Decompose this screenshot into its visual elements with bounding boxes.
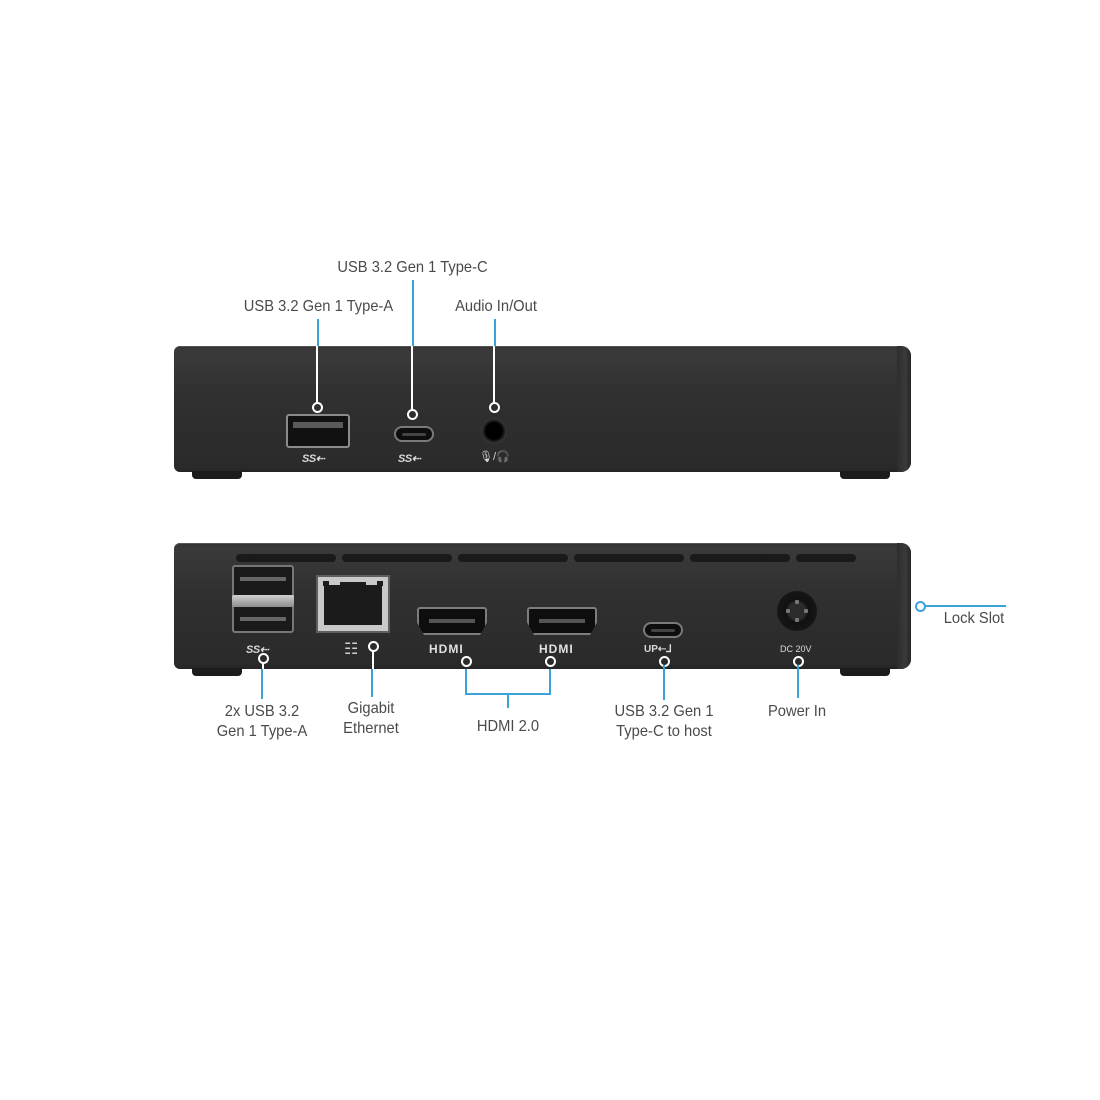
usb-c-port-front[interactable] [394, 426, 434, 442]
dock-rear-panel: SS⇠ ☷ HDMI HDMI UP⇠⅃ DC 20V [174, 543, 911, 669]
callout-line-power [797, 665, 799, 698]
label-lock-slot: Lock Slot [943, 610, 1005, 627]
callout-dot-usb-a-front [312, 402, 323, 413]
vent-slot [796, 554, 856, 562]
callout-lead-audio [493, 346, 495, 404]
device-foot [192, 471, 242, 479]
callout-line-ethernet [371, 669, 373, 697]
device-edge [897, 346, 911, 472]
callout-line-lock [926, 605, 1006, 607]
ethernet-port[interactable] [316, 575, 390, 633]
usb-c-host-port[interactable] [643, 622, 683, 638]
superspeed-usb-icon: SS⇠ [302, 453, 325, 465]
callout-line-audio [494, 319, 496, 347]
dc-rating-text: DC 20V [780, 644, 812, 654]
device-foot [840, 668, 890, 676]
label-audio: Audio In/Out [455, 298, 537, 315]
label-usb-c-front: USB 3.2 Gen 1 Type-C [337, 259, 488, 276]
device-foot [192, 668, 242, 676]
vent-slot [690, 554, 790, 562]
callout-lead-ethernet [372, 650, 374, 669]
callout-lead-usb-a-front [316, 346, 318, 404]
callout-dot-usb-c-front [407, 409, 418, 420]
callout-line-hdmi-2 [549, 669, 551, 694]
vent-slot [342, 554, 452, 562]
label-usb-a-front: USB 3.2 Gen 1 Type-A [243, 298, 394, 315]
vent-slot [458, 554, 568, 562]
network-icon: ☷ [344, 641, 359, 658]
upstream-icon: UP⇠⅃ [644, 644, 672, 655]
callout-dot-hdmi-2 [545, 656, 556, 667]
device-foot [840, 471, 890, 479]
callout-lead-usb-a-rear [262, 662, 264, 669]
mic-headphone-icon: 🎙/🎧 [479, 451, 510, 463]
hdmi-logo: HDMI [539, 642, 574, 656]
dual-usb-a-port[interactable] [232, 565, 294, 633]
vent-slot [574, 554, 684, 562]
hdmi-port-1[interactable] [417, 607, 487, 635]
hdmi-logo: HDMI [429, 642, 464, 656]
vent-slot [236, 554, 336, 562]
dc-power-jack[interactable] [777, 591, 817, 631]
callout-line-usb-c-front [412, 280, 414, 347]
label-power: Power In [767, 703, 827, 720]
callout-line-hdmi-1 [465, 669, 467, 694]
callout-line-hdmi-stem [507, 693, 509, 708]
hdmi-port-2[interactable] [527, 607, 597, 635]
callout-line-usb-a-rear [261, 669, 263, 699]
label-ethernet: Gigabit Ethernet [343, 700, 399, 737]
label-hdmi: HDMI 2.0 [476, 718, 540, 735]
label-usb-c-host: USB 3.2 Gen 1 Type-C to host [614, 703, 714, 740]
callout-dot-hdmi-1 [461, 656, 472, 667]
audio-jack-port[interactable] [481, 418, 507, 444]
dock-front-panel: SS⇠ SS⇠ 🎙/🎧 [174, 346, 911, 472]
superspeed-usb-icon: SS⇠ [398, 453, 421, 465]
callout-line-usb-a-front [317, 319, 319, 347]
usb-a-port-front[interactable] [286, 414, 350, 448]
callout-line-usb-c-host [663, 665, 665, 700]
callout-lead-usb-c-front [411, 346, 413, 410]
callout-dot-lock [915, 601, 926, 612]
callout-dot-audio [489, 402, 500, 413]
label-dual-usb-a: 2x USB 3.2 Gen 1 Type-A [216, 703, 308, 740]
device-edge [897, 543, 911, 669]
